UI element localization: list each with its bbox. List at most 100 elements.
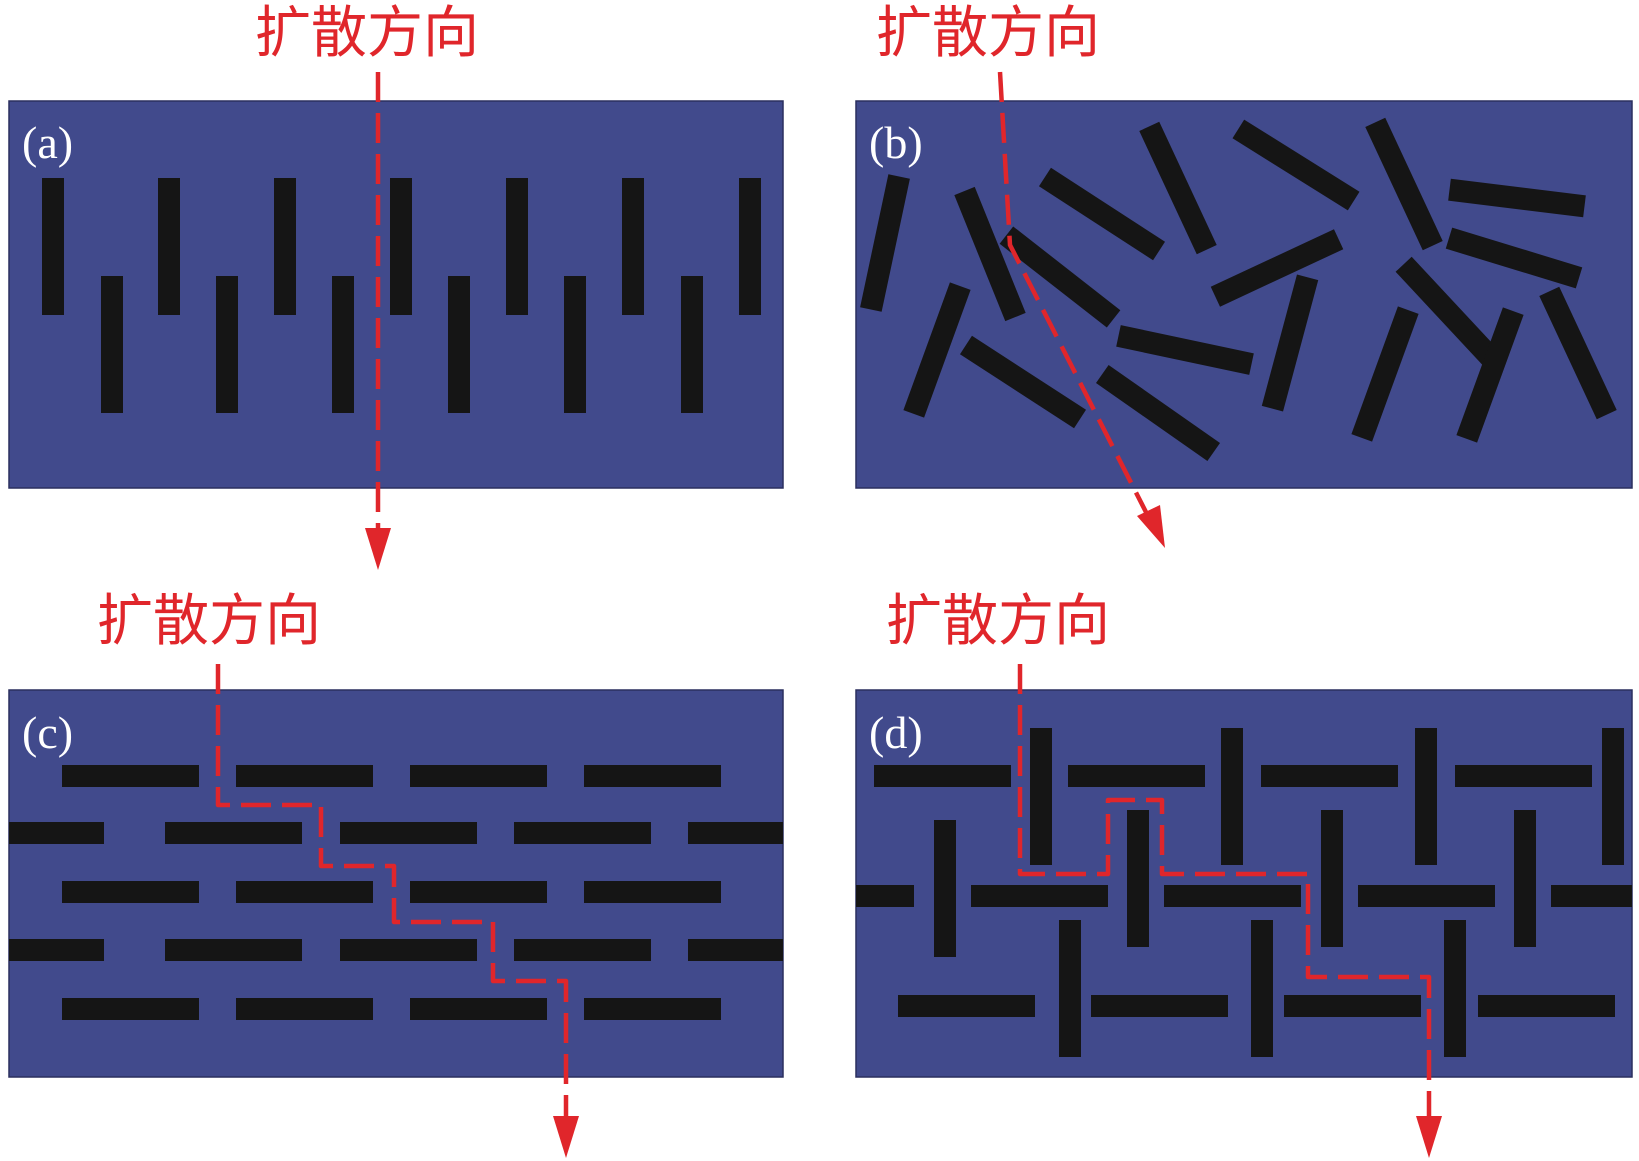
platelet — [62, 765, 199, 787]
platelet — [9, 939, 104, 961]
platelet — [158, 178, 180, 315]
panel-b-diffusion-path — [997, 71, 1153, 522]
platelet — [584, 881, 721, 903]
panel-a: (a) 扩散方向 — [8, 1, 784, 570]
platelet — [564, 276, 586, 413]
platelet — [1221, 728, 1243, 865]
platelet — [1539, 286, 1617, 420]
platelet — [448, 276, 470, 413]
platelet — [1478, 995, 1615, 1017]
platelet — [934, 820, 956, 957]
panel-c: (c) 扩散方向 — [8, 589, 784, 1158]
platelet — [410, 881, 547, 903]
platelet — [1448, 178, 1586, 218]
platelet — [165, 939, 302, 961]
platelet — [1251, 920, 1273, 1057]
panel-c-diffusion-path — [215, 664, 569, 1120]
platelet — [1551, 885, 1632, 907]
platelet — [1321, 810, 1343, 947]
platelet — [622, 178, 644, 315]
panel-d-label: (d) — [869, 707, 923, 758]
platelet — [340, 822, 477, 844]
panel-b-label: (b) — [869, 117, 923, 168]
panel-a-platelets — [42, 178, 761, 413]
platelet — [340, 939, 477, 961]
platelet — [1445, 227, 1583, 289]
platelet — [1164, 885, 1301, 907]
platelet — [1030, 728, 1052, 865]
panel-b: (b) 扩散方向 — [855, 1, 1633, 548]
panel-d-platelets — [856, 728, 1632, 1057]
platelet — [1602, 728, 1624, 865]
platelet — [165, 822, 302, 844]
platelet — [1232, 119, 1360, 211]
platelet — [1365, 117, 1443, 251]
platelet — [1395, 256, 1505, 372]
platelet — [410, 765, 547, 787]
platelet — [1127, 810, 1149, 947]
panel-a-arrowhead — [365, 528, 391, 570]
platelet — [1456, 307, 1524, 443]
platelet — [42, 178, 64, 315]
platelet — [1095, 364, 1221, 462]
platelet — [62, 998, 199, 1020]
platelet — [898, 995, 1035, 1017]
platelet — [739, 178, 761, 315]
panel-b-arrowhead — [1137, 505, 1165, 548]
panel-a-label: (a) — [22, 117, 73, 168]
platelet — [1261, 765, 1398, 787]
platelet — [874, 765, 1011, 787]
platelet — [1415, 728, 1437, 865]
platelet — [903, 282, 971, 418]
platelet — [62, 881, 199, 903]
panel-c-label: (c) — [22, 707, 73, 758]
panel-b-platelets — [860, 117, 1617, 462]
platelet — [236, 881, 373, 903]
platelet — [274, 178, 296, 315]
panel-c-platelets — [9, 765, 783, 1020]
platelet — [959, 335, 1087, 429]
platelet — [1139, 121, 1217, 255]
platelet — [584, 998, 721, 1020]
platelet — [1059, 920, 1081, 1057]
panel-c-arrowhead — [553, 1116, 579, 1158]
platelet — [860, 174, 910, 312]
platelet — [9, 822, 104, 844]
platelet — [1444, 920, 1466, 1057]
platelet — [236, 998, 373, 1020]
panel-b-direction-label: 扩散方向 — [876, 1, 1100, 66]
platelet — [216, 276, 238, 413]
platelet — [688, 822, 783, 844]
panel-d-arrowhead — [1416, 1116, 1442, 1158]
platelet — [1284, 995, 1421, 1017]
platelet — [1091, 995, 1228, 1017]
platelet — [514, 939, 651, 961]
panel-a-direction-label: 扩散方向 — [255, 1, 479, 66]
platelet — [1038, 167, 1166, 261]
platelet — [1068, 765, 1205, 787]
panel-c-direction-label: 扩散方向 — [97, 589, 321, 654]
platelet — [390, 178, 412, 315]
platelet — [954, 186, 1026, 322]
platelet — [236, 765, 373, 787]
platelet — [688, 939, 783, 961]
platelet — [1455, 765, 1592, 787]
panel-d-diffusion-path — [1017, 664, 1432, 1120]
platelet — [332, 276, 354, 413]
platelet — [1514, 810, 1536, 947]
platelet — [1351, 306, 1419, 442]
platelet — [514, 822, 651, 844]
platelet — [681, 276, 703, 413]
platelet — [410, 998, 547, 1020]
platelet — [999, 226, 1121, 328]
platelet — [1210, 229, 1344, 307]
platelet — [584, 765, 721, 787]
platelet — [1358, 885, 1495, 907]
panel-d: (d) 扩散方向 — [855, 589, 1633, 1158]
platelet — [506, 178, 528, 315]
platelet — [101, 276, 123, 413]
platelet — [1261, 274, 1319, 412]
platelet — [856, 885, 914, 907]
panel-d-direction-label: 扩散方向 — [886, 589, 1110, 654]
